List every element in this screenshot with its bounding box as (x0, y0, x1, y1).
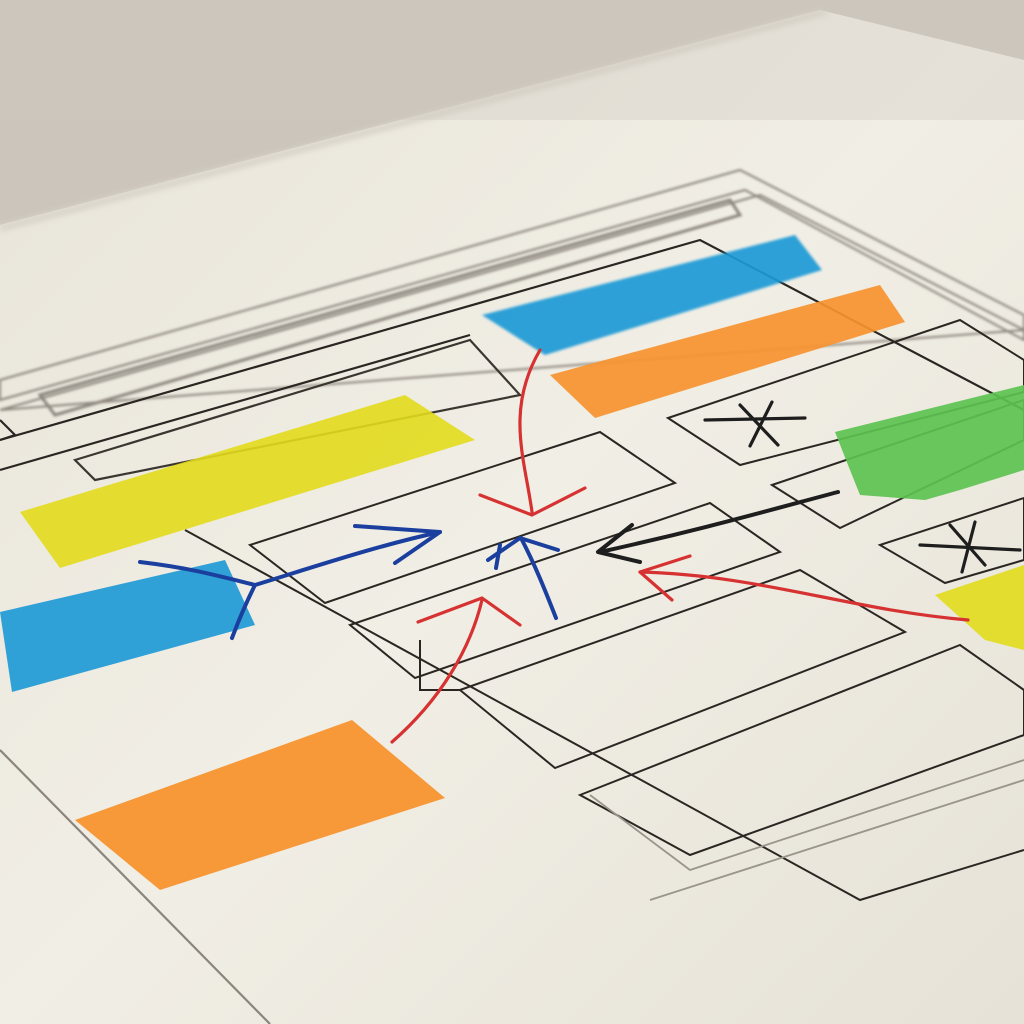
box-right-x (877, 496, 1024, 585)
blue-arrow-from-left (138, 530, 442, 587)
top-depth-fade (0, 0, 1024, 120)
box-lower-a (457, 568, 908, 770)
blue-bar-left (0, 560, 255, 692)
sticky-tabs (0, 235, 1024, 890)
blue-arrows (138, 524, 560, 640)
red-arrows (390, 348, 970, 744)
yellow-bar-right (935, 565, 1024, 650)
paper-edge-shadow (0, 10, 830, 232)
wireframe-main (0, 238, 1024, 1024)
x-mark-top-right (703, 400, 807, 448)
box-grid (184, 318, 1024, 902)
red-arrowhead-top (478, 486, 587, 517)
wireframe-secondary (589, 759, 1024, 901)
green-arrow-right (835, 385, 1024, 500)
blue-bar-top (482, 235, 822, 355)
box-right-top (665, 318, 1024, 467)
blue-arrow-up (520, 538, 558, 620)
x-mark-mid-right (918, 520, 1022, 574)
black-arrow (596, 490, 840, 564)
blue-arrowhead-left (353, 524, 442, 565)
orange-bar-bottom (75, 720, 445, 890)
black-arrow-shaft (598, 490, 840, 554)
red-arrow-from-top (518, 348, 542, 514)
box-center-mid (347, 501, 783, 680)
red-arrow-from-right (638, 570, 970, 622)
box-center-top (247, 430, 678, 605)
wireframe-outer (0, 168, 1024, 417)
cross-marks (703, 400, 1022, 574)
red-arrowhead-bottom (416, 596, 522, 627)
black-arrowhead (596, 523, 642, 564)
box-lower-b (577, 643, 1024, 857)
yellow-bar-left (20, 395, 475, 568)
red-arrow-from-bottom (390, 598, 484, 744)
red-arrowhead-right (638, 554, 692, 602)
orange-bar-top (550, 285, 905, 418)
